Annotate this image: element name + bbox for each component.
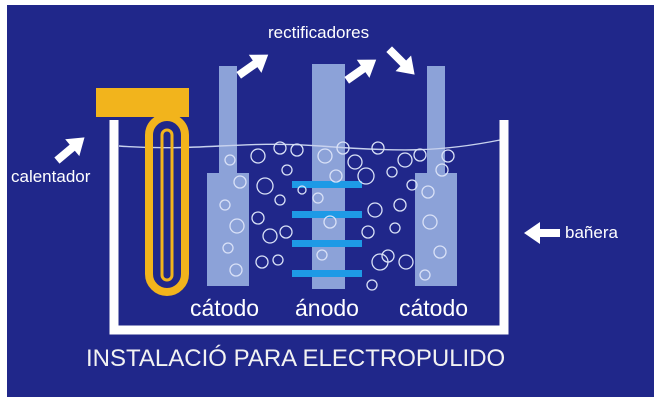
label-rectificadores: rectificadores (268, 23, 370, 42)
bubble-icon (316, 249, 328, 261)
arrow-icon (236, 54, 269, 79)
bubble-icon (386, 166, 398, 178)
bubble-icon (398, 254, 414, 270)
bubble-icon (272, 254, 284, 266)
tank-bath (109, 120, 509, 335)
bubble-icon (312, 192, 324, 204)
bubble-icon (389, 222, 401, 234)
bubble-icon (329, 169, 343, 183)
bubble-icon (279, 225, 293, 239)
arrow-icon (386, 46, 415, 75)
cathode-left-rod (219, 66, 237, 176)
bubble-icon (361, 225, 375, 239)
bubble-icon (297, 185, 307, 195)
bubble-icon (336, 141, 350, 155)
bubble-icon (413, 148, 427, 162)
bubble-icon (219, 199, 231, 211)
bubble-icon (233, 175, 247, 189)
cathode-right-rod (427, 66, 445, 176)
bubble-icon (273, 141, 287, 155)
bubble-icon (256, 177, 274, 195)
arrow-icon (344, 59, 377, 84)
cathode-right-plate (415, 173, 457, 286)
bubble-icon (347, 154, 363, 170)
bubble-icon (393, 198, 407, 212)
bubble-icon (381, 249, 395, 263)
bubble-icon (367, 202, 383, 218)
bubble-icon-group (219, 141, 455, 291)
bubble-icon (357, 167, 375, 185)
label-catodo-right: cátodo (399, 295, 469, 321)
bubble-icon (441, 149, 455, 163)
bubble-icon (421, 185, 435, 199)
bubble-icon (229, 263, 243, 277)
bubble-icon (422, 214, 438, 230)
anode-rod (312, 64, 345, 289)
bubble-icon (317, 148, 333, 164)
heater-head (96, 88, 189, 117)
bubble-icon (290, 143, 304, 157)
arrow-icon (524, 222, 560, 244)
bubble-icon (435, 163, 449, 177)
label-calentador: calentador (11, 167, 91, 186)
bubble-icon (406, 179, 418, 191)
diagram-title: INSTALACIÓ PARA ELECTROPULIDO (86, 345, 506, 372)
heater-coil (145, 113, 189, 296)
label-catodo-left: cátodo (190, 295, 260, 321)
bubble-icon (397, 152, 413, 168)
bubble-icon (250, 148, 266, 164)
bubble-icon (255, 255, 269, 269)
bubble-icon (251, 211, 265, 225)
bubble-icon (274, 194, 286, 206)
label-banera: bañera (565, 223, 618, 242)
bubble-icon (433, 245, 447, 259)
anode-fins (292, 181, 362, 277)
bubble-icon (222, 242, 234, 254)
bubble-icon (323, 215, 337, 229)
bubble-icon (419, 269, 431, 281)
heater-coil-inner (160, 128, 174, 282)
bubble-icon (229, 218, 245, 234)
bubble-icon (281, 164, 293, 176)
bubble-icon (366, 279, 378, 291)
bubble-icon (224, 154, 236, 166)
label-anodo: ánodo (295, 295, 359, 321)
bubble-icon (262, 228, 278, 244)
arrow-icon (54, 137, 85, 164)
bubble-icon (371, 141, 385, 155)
